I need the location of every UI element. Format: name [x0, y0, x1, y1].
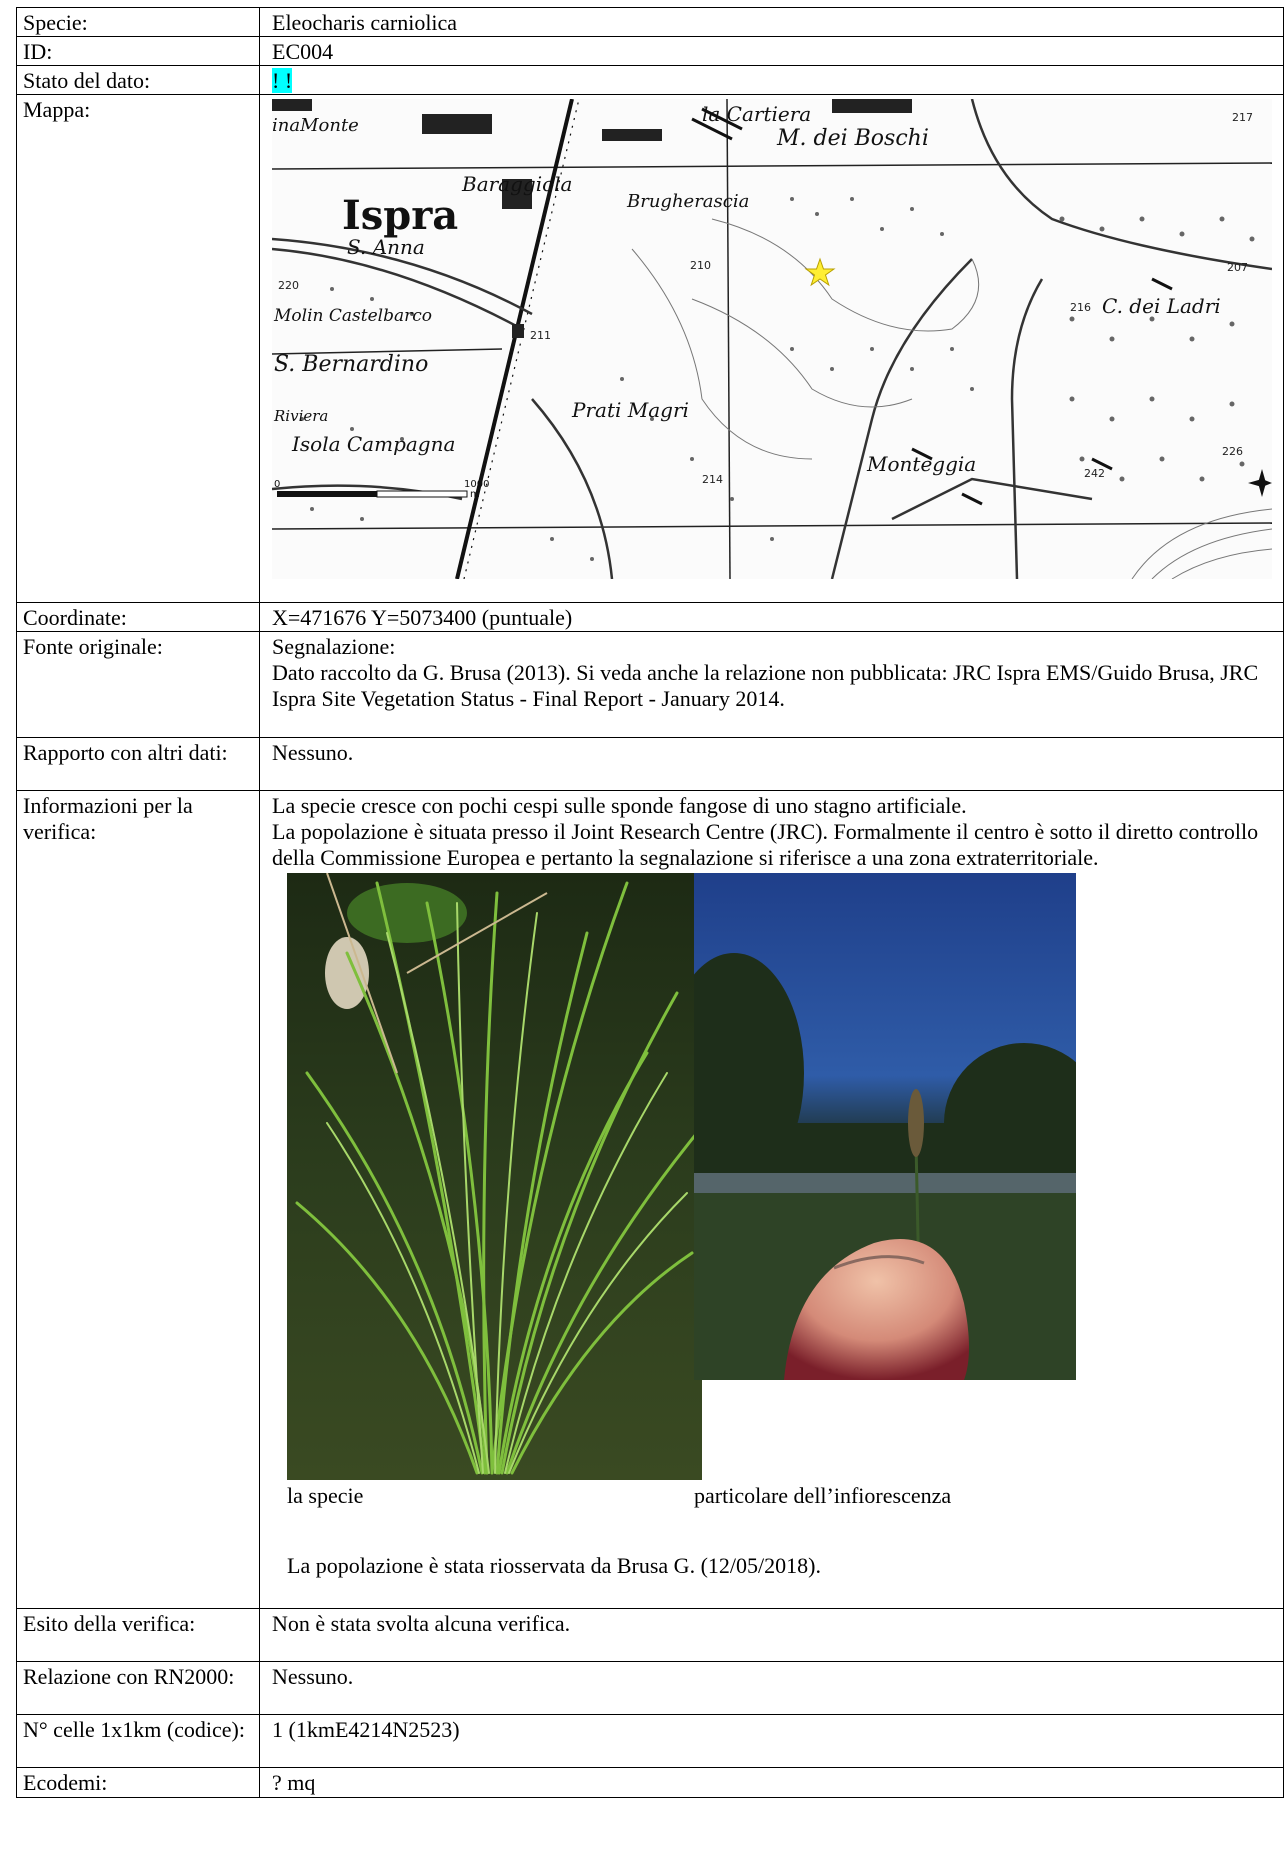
value-informazioni: La specie cresce con pochi cespi sulle s… [259, 790, 1284, 1609]
row-coordinate: Coordinate: X=471676 Y=5073400 (puntuale… [16, 602, 1284, 632]
compass-icon [1248, 469, 1272, 497]
star-icon [804, 257, 836, 287]
map-label-s-anna: S. Anna [347, 235, 425, 259]
status-highlight: ! ! [272, 68, 293, 93]
map-label-prati-magri: Prati Magri [571, 398, 689, 422]
spot-height-214: 214 [702, 473, 723, 486]
value-coordinate: X=471676 Y=5073400 (puntuale) [259, 602, 1284, 632]
scale-unit: m [470, 489, 480, 500]
spot-height-216: 216 [1070, 301, 1091, 314]
value-relazione: Nessuno. [259, 1661, 1284, 1715]
value-ecodemi: ? mq [259, 1767, 1284, 1798]
topographic-map: Ispra S. Anna Baraggiola Brugherascia la… [272, 99, 1272, 579]
row-esito: Esito della verifica: Non è stata svolta… [16, 1608, 1284, 1662]
inflorescence-photo-image [694, 873, 1076, 1380]
scale-label-max: 1000 [464, 479, 489, 490]
info-paragraph-2: La popolazione è situata presso il Joint… [272, 819, 1259, 870]
label-id: ID: [16, 36, 260, 66]
species-record-table: Specie: Eleocharis carniolica ID: EC004 … [16, 7, 1284, 1798]
label-specie: Specie: [16, 7, 260, 37]
spot-height-226: 226 [1222, 445, 1243, 458]
map-label-monteggia: Monteggia [866, 452, 976, 476]
map-label-isola-campagna: Isola Campagna [291, 432, 455, 456]
value-specie: Eleocharis carniolica [259, 7, 1284, 37]
species-photo-image [287, 873, 702, 1480]
label-fonte: Fonte originale: [16, 631, 260, 738]
map-scale-bar: 0 1000 m [274, 479, 489, 500]
map-label-c-dei-ladri: C. dei Ladri [1102, 294, 1221, 318]
photo-inflorescence [694, 873, 1076, 1380]
map-svg: Ispra S. Anna Baraggiola Brugherascia la… [272, 99, 1272, 579]
spot-height-207: 207 [1227, 261, 1248, 274]
caption-inflorescence: particolare dell’infiorescenza [694, 1483, 952, 1508]
label-celle: N° celle 1x1km (codice): [16, 1714, 260, 1768]
map-label-baraggiola: Baraggiola [461, 172, 572, 196]
label-esito: Esito della verifica: [16, 1608, 260, 1662]
row-ecodemi: Ecodemi: ? mq [16, 1767, 1284, 1798]
row-informazioni: Informazioni per la verifica: La specie … [16, 790, 1284, 1609]
map-label-m-dei-boschi: M. dei Boschi [776, 126, 929, 151]
label-coordinate: Coordinate: [16, 602, 260, 632]
value-rapporto: Nessuno. [259, 737, 1284, 791]
label-relazione: Relazione con RN2000: [16, 1661, 260, 1715]
info-paragraph-1: La specie cresce con pochi cespi sulle s… [272, 793, 967, 818]
row-mappa: Mappa: [16, 94, 1284, 603]
map-label-la-cartiera: la Cartiera [702, 102, 811, 126]
spot-height-217: 217 [1232, 111, 1253, 124]
value-stato: ! ! [259, 65, 1284, 95]
row-stato: Stato del dato: ! ! [16, 65, 1284, 95]
spot-height-220: 220 [278, 279, 299, 292]
fonte-line-1: Segnalazione: [272, 634, 396, 659]
row-id: ID: EC004 [16, 36, 1284, 66]
record-sheet: Specie: Eleocharis carniolica ID: EC004 … [16, 7, 1284, 1798]
fonte-line-2: Dato raccolto da G. Brusa (2013). Si ved… [272, 660, 1259, 711]
label-stato: Stato del dato: [16, 65, 260, 95]
scale-label-zero: 0 [274, 479, 280, 490]
caption-species: la specie [287, 1483, 364, 1508]
label-ecodemi: Ecodemi: [16, 1767, 260, 1798]
info-resurvey-note: La popolazione è stata riosservata da Br… [287, 1553, 821, 1578]
value-esito: Non è stata svolta alcuna verifica. [259, 1608, 1284, 1662]
row-celle: N° celle 1x1km (codice): 1 (1kmE4214N252… [16, 1714, 1284, 1768]
label-mappa: Mappa: [16, 94, 260, 603]
row-specie: Specie: Eleocharis carniolica [16, 7, 1284, 37]
value-mappa: Ispra S. Anna Baraggiola Brugherascia la… [259, 94, 1284, 603]
spot-height-210: 210 [690, 259, 711, 272]
label-rapporto: Rapporto con altri dati: [16, 737, 260, 791]
photo-species [287, 873, 702, 1480]
map-label-s-bernardino: S. Bernardino [274, 352, 428, 377]
value-id: EC004 [259, 36, 1284, 66]
row-relazione: Relazione con RN2000: Nessuno. [16, 1661, 1284, 1715]
map-label-riviera: Riviera [273, 407, 328, 425]
row-rapporto: Rapporto con altri dati: Nessuno. [16, 737, 1284, 791]
photo-gallery: la specie particolare dell’infiorescenza [272, 873, 1277, 1553]
map-label-molin-castelbarco: Molin Castelbarco [273, 306, 432, 326]
map-label-inamonte: inaMonte [272, 115, 359, 136]
label-informazioni: Informazioni per la verifica: [16, 790, 260, 1609]
map-label-ispra: Ispra [342, 192, 458, 239]
map-label-brugherascia: Brugherascia [626, 191, 749, 212]
spot-height-211: 211 [530, 329, 551, 342]
row-fonte: Fonte originale: Segnalazione: Dato racc… [16, 631, 1284, 738]
value-celle: 1 (1kmE4214N2523) [259, 1714, 1284, 1768]
value-fonte: Segnalazione: Dato raccolto da G. Brusa … [259, 631, 1284, 738]
spot-height-242: 242 [1084, 467, 1105, 480]
